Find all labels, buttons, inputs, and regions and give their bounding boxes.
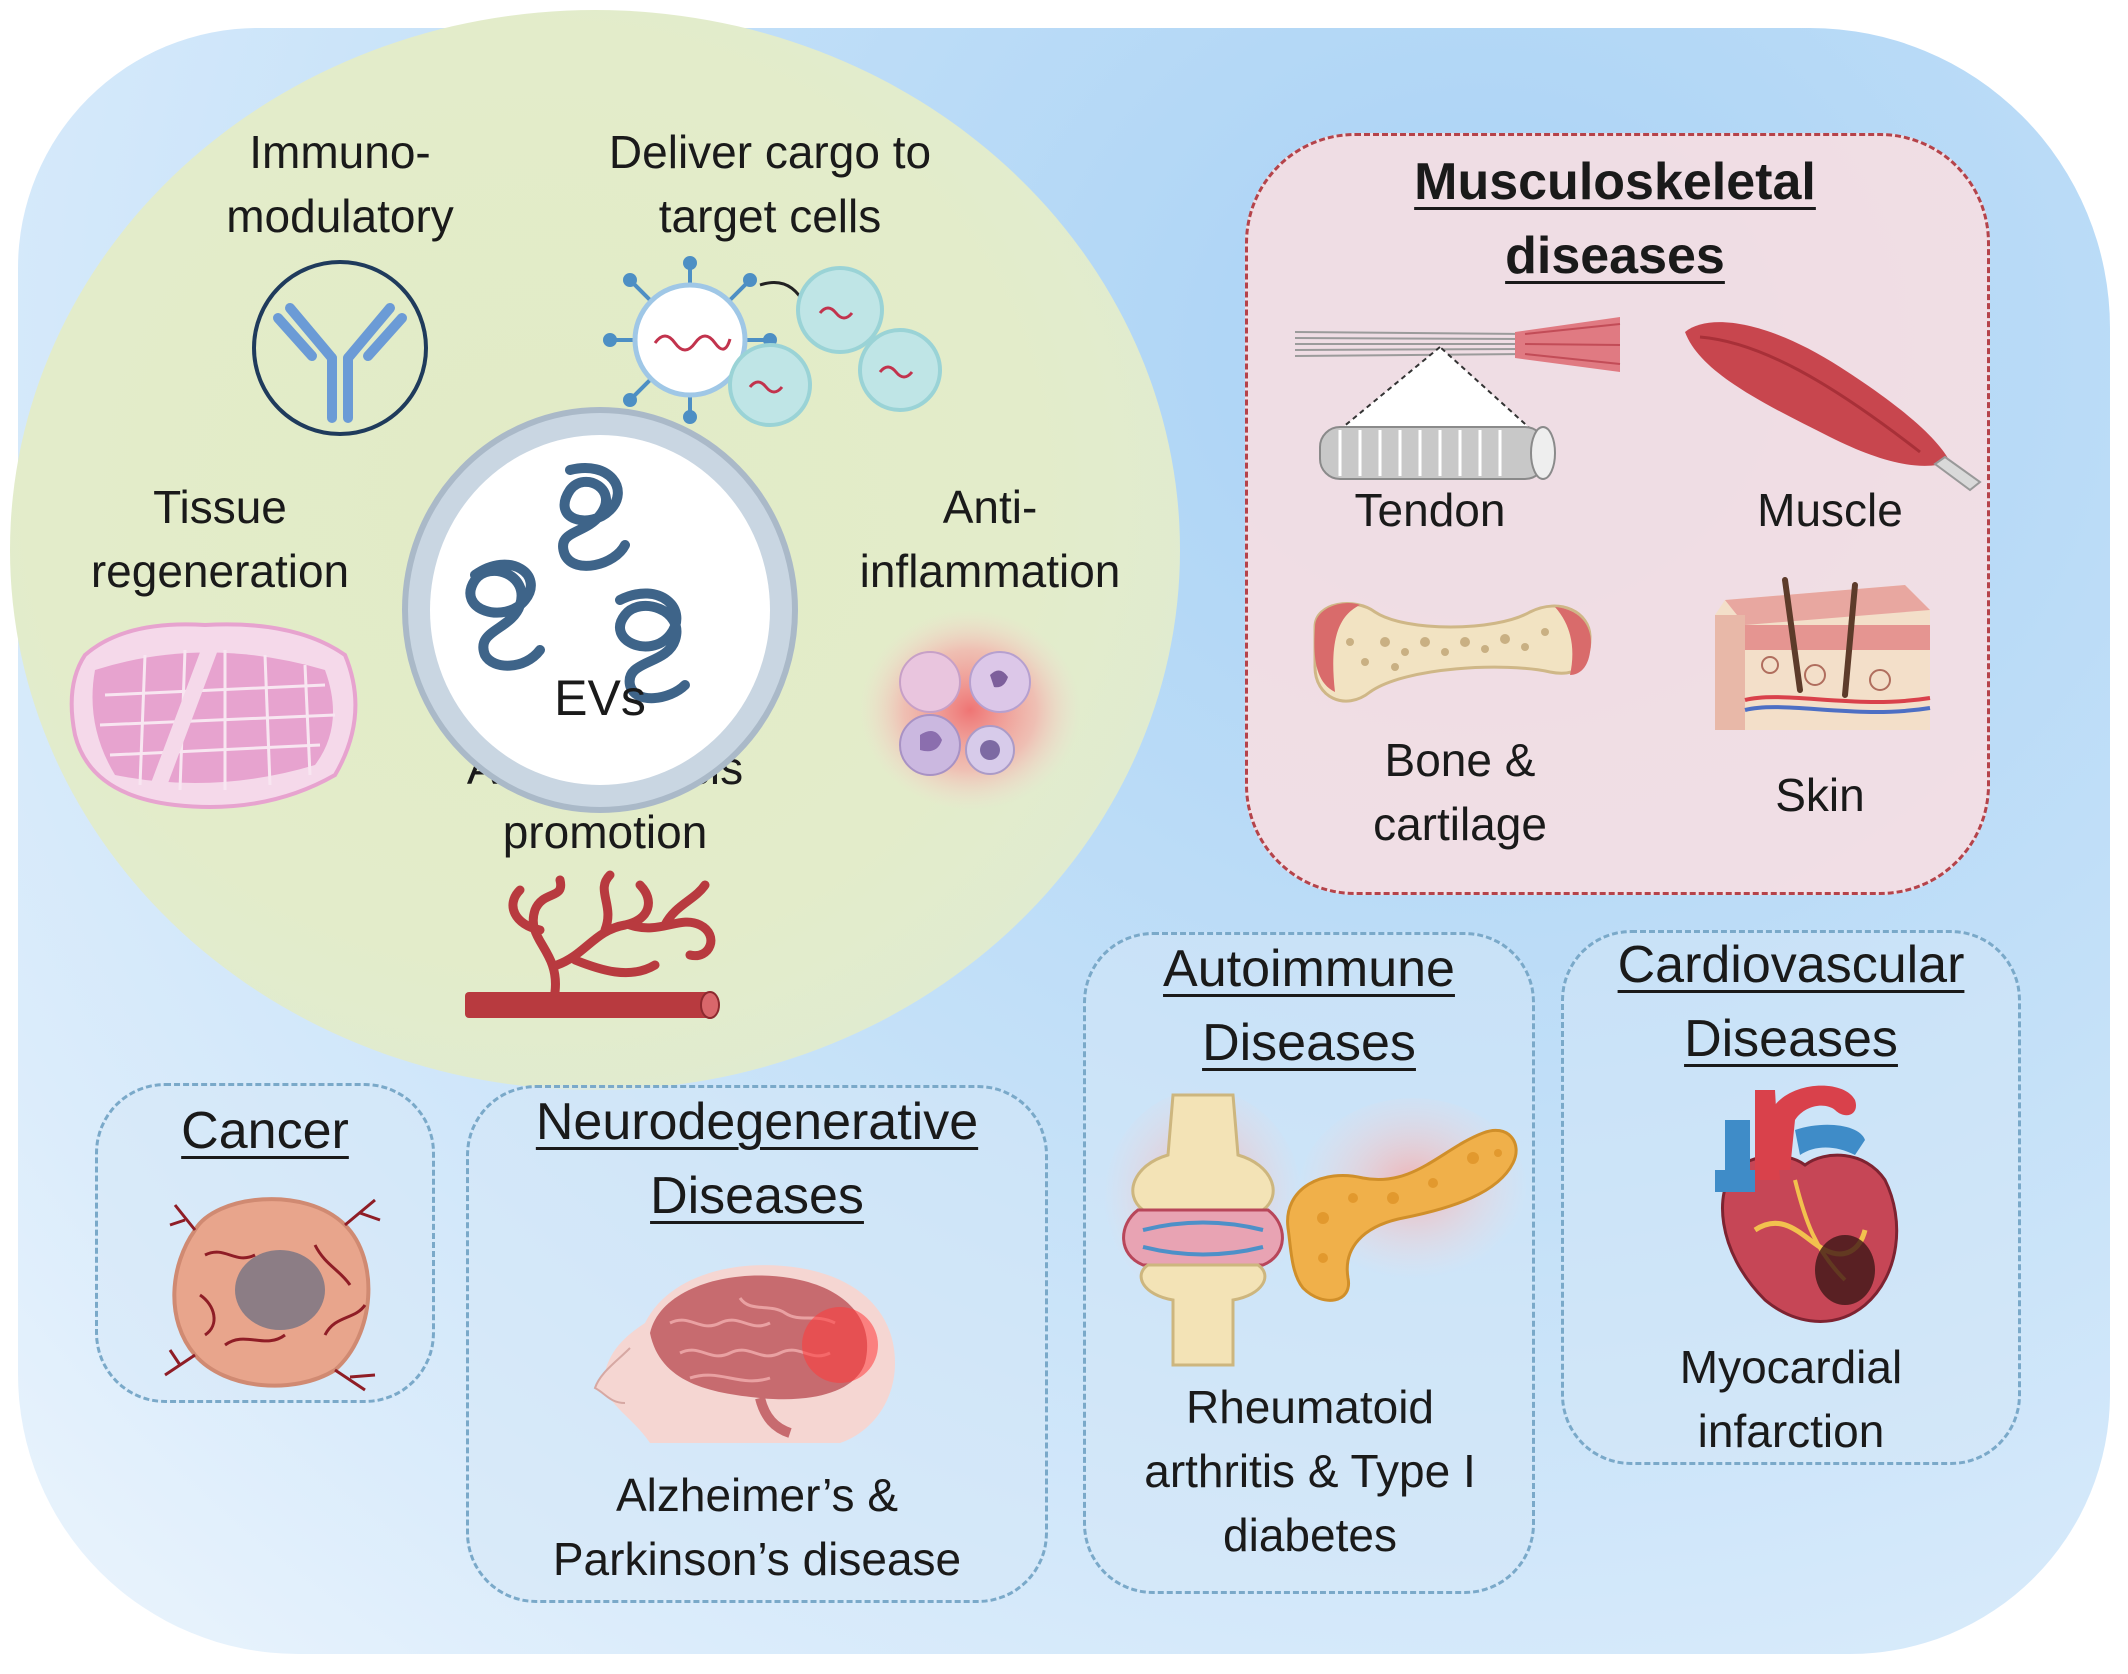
musculoskeletal-title: Musculoskeletal diseases <box>1414 153 1816 285</box>
immunomodulatory-label: Immuno- modulatory <box>226 126 454 242</box>
bone-cartilage-label: Bone & cartilage <box>1373 734 1547 850</box>
pancreas-icon <box>1286 1098 1528 1302</box>
anti-inflammation-label: Anti- inflammation <box>859 481 1121 597</box>
brain-icon <box>593 1265 895 1443</box>
ev-label: EVs <box>554 670 646 726</box>
skin-icon <box>1715 577 1931 730</box>
muscle-icon <box>1685 322 1982 492</box>
neurodegenerative-title: Neurodegenerative Diseases <box>535 1093 979 1225</box>
tendon-icon <box>1294 317 1621 480</box>
ev-vesicle-icon: EVs <box>402 407 798 813</box>
tissue-regeneration-label: Tissue regeneration <box>90 481 350 597</box>
muscle-label: Muscle <box>1757 484 1903 536</box>
tissue-icon <box>69 622 358 809</box>
autoimmune-caption: Rheumatoid arthritis & Type I diabetes <box>1144 1381 1476 1561</box>
neurodegenerative-caption: Alzheimer’s & Parkinson’s disease <box>552 1469 962 1585</box>
cardiovascular-title: Cardiovascular Diseases <box>1617 936 1965 1068</box>
knee-joint-icon <box>1103 1090 1303 1367</box>
tumor-icon <box>164 1197 381 1392</box>
tendon-label: Tendon <box>1354 484 1506 536</box>
musculoskeletal-panel <box>1245 133 1990 895</box>
cardiovascular-panel <box>1561 930 2021 1465</box>
immune-cells-icon <box>860 610 1080 810</box>
antibody-icon <box>252 260 428 436</box>
bone-icon <box>1313 602 1592 703</box>
deliver-cargo-label: Deliver cargo to target cells <box>608 126 932 242</box>
cardiovascular-caption: Myocardial infarction <box>1679 1341 1903 1457</box>
heart-icon <box>1715 1085 1899 1323</box>
vesicle-delivery-icon <box>603 256 942 427</box>
cancer-title: Cancer <box>181 1102 349 1160</box>
blood-vessel-icon <box>465 870 720 1019</box>
autoimmune-title: Autoimmune Diseases <box>1163 940 1455 1072</box>
skin-label: Skin <box>1775 769 1865 821</box>
